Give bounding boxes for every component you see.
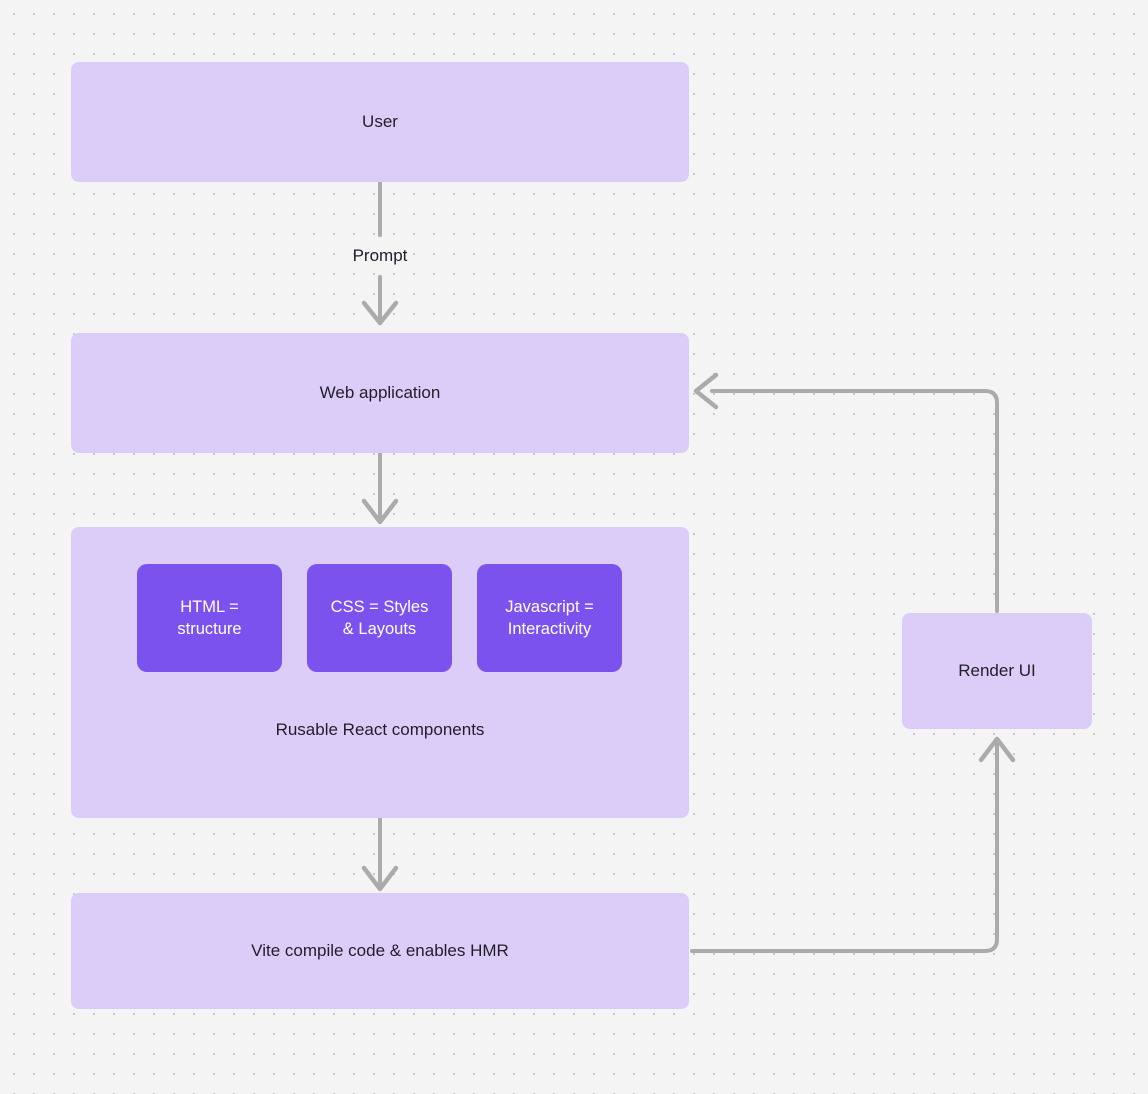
node-vite[interactable]: Vite compile code & enables HMR <box>71 893 689 1009</box>
node-css-label: CSS = Styles & Layouts <box>331 596 429 641</box>
node-web-application[interactable]: Web application <box>71 333 689 453</box>
node-javascript[interactable]: Javascript = Interactivity <box>477 564 622 672</box>
edge-render-ui-to-web-application <box>693 372 999 613</box>
node-html-label: HTML = structure <box>177 596 241 641</box>
node-javascript-line2: Interactivity <box>507 620 592 638</box>
node-render-ui[interactable]: Render UI <box>902 613 1092 729</box>
node-javascript-label: Javascript = Interactivity <box>505 596 594 641</box>
node-web-application-label: Web application <box>319 382 441 402</box>
node-render-ui-label: Render UI <box>958 660 1036 680</box>
node-html-line2: structure <box>177 620 242 638</box>
node-user-label: User <box>362 111 398 131</box>
node-css[interactable]: CSS = Styles & Layouts <box>307 564 452 672</box>
node-css-line1: CSS = Styles <box>330 597 429 616</box>
node-css-line2: & Layouts <box>342 620 417 638</box>
edge-vite-to-render-ui <box>690 736 1016 953</box>
node-html[interactable]: HTML = structure <box>137 564 282 672</box>
node-components-group-label: Rusable React components <box>275 720 485 739</box>
node-javascript-line1: Javascript = <box>505 597 594 616</box>
edge-label-prompt: Prompt <box>352 246 408 265</box>
edge-components-to-vite <box>361 816 399 892</box>
node-user[interactable]: User <box>71 62 689 182</box>
node-html-line1: HTML = <box>180 597 239 616</box>
edge-web-application-to-components <box>361 451 399 525</box>
node-vite-label: Vite compile code & enables HMR <box>251 940 509 960</box>
node-components-group[interactable]: HTML = structure CSS = Styles & Layouts … <box>71 527 689 818</box>
